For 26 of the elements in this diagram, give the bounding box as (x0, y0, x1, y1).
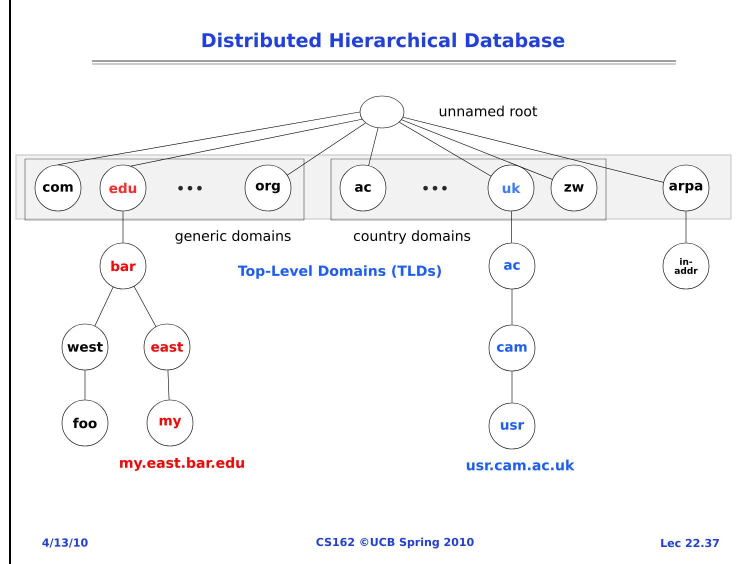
footer-text: CS162 ©UCB Spring 2010 (316, 538, 474, 548)
root-ellipse (360, 96, 404, 128)
connector-line (401, 119, 553, 180)
connector-line (130, 118, 362, 166)
connector-line (58, 112, 360, 165)
connector-line (368, 128, 378, 166)
connector-line (402, 116, 664, 183)
title: Distributed Hierarchical Database (202, 32, 564, 48)
connector-line (94, 286, 114, 326)
ellipsis: ••• (178, 186, 202, 190)
footer-text: Lec 22.37 (661, 538, 719, 548)
connector-line (134, 286, 156, 327)
connector-line (287, 122, 366, 176)
connector-line (511, 210, 512, 243)
node-label: Top-Level Domains (TLDs) (238, 265, 441, 279)
node-label: country domains (354, 230, 470, 244)
node-caption: unnamed root (440, 106, 538, 116)
connector-line (399, 122, 492, 176)
connector-line (84, 370, 86, 400)
node-caption: usr.cam.ac.uk (466, 460, 575, 470)
connector-line (168, 370, 170, 400)
node-caption: my.east.bar.edu (120, 457, 244, 471)
footer-text: 4/13/10 (42, 538, 88, 548)
node-label: generic domains (176, 230, 291, 244)
ellipsis: ••• (423, 186, 447, 190)
connector-line (122, 211, 124, 243)
